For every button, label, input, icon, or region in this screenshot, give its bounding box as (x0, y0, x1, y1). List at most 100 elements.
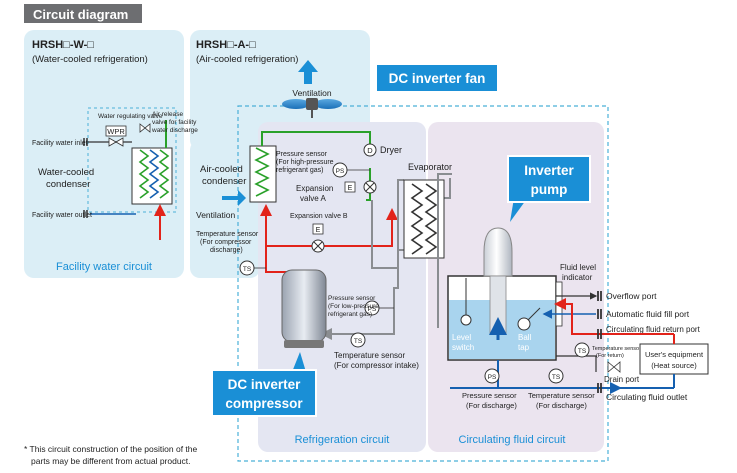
ps-discharge-icon (484, 368, 500, 384)
svg-text:(For high-pressure: (For high-pressure (276, 159, 334, 166)
refrigeration-circuit-label: Refrigeration circuit (295, 434, 390, 446)
air-subtitle: (Air-cooled refrigeration) (196, 54, 298, 65)
drain-port-label: Drain port (604, 375, 640, 384)
svg-text:Temperature sensor: Temperature sensor (592, 346, 641, 352)
svg-text:Air release: Air release (152, 111, 183, 118)
svg-text:Pressure sensor: Pressure sensor (462, 391, 517, 400)
pump-motor-icon (483, 227, 513, 277)
svg-text:discharge): discharge) (210, 247, 243, 254)
svg-text:Temperature sensor: Temperature sensor (528, 391, 595, 400)
svg-text:Expansion valve B: Expansion valve B (290, 213, 348, 220)
svg-text:refrigerant gas): refrigerant gas) (276, 167, 323, 174)
return-pipe (554, 298, 620, 335)
svg-text:PS: PS (336, 168, 345, 175)
svg-text:pump: pump (531, 182, 568, 197)
drain-valve-icon (607, 361, 621, 373)
footnote-line-2: parts may be different from actual produ… (31, 456, 191, 466)
ts-return-icon (574, 342, 590, 358)
water-unit-boundary (87, 107, 177, 213)
water-circuit-label: Facility water circuit (56, 261, 152, 273)
svg-text:(For discharge): (For discharge) (536, 401, 587, 410)
drain-pipe (556, 355, 597, 372)
water-regulating-valve-label: Water regulating valve (98, 113, 163, 120)
compressor-body-icon (281, 269, 327, 343)
overflow-port-label: Overflow port (606, 291, 657, 301)
svg-text:switch: switch (452, 343, 474, 352)
water-regulating-valve-icon (108, 137, 124, 147)
compressor-base-icon (284, 340, 324, 348)
svg-text:compressor: compressor (225, 396, 303, 411)
wpr-box (105, 125, 127, 137)
callout-pump: Inverter pump (507, 155, 591, 222)
auto-fill-port-label: Automatic fluid fill port (606, 309, 690, 319)
ts-compressor-intake-icon (350, 332, 366, 348)
svg-text:TS: TS (578, 348, 587, 355)
svg-text:E: E (348, 185, 353, 192)
svg-text:Temperature sensor: Temperature sensor (196, 231, 259, 238)
evaporator-label: Evaporator (408, 162, 452, 172)
liquid-line-down (366, 168, 371, 201)
circulating-fluid-circuit: Level switch Ball tap Fluid level indica… (437, 173, 709, 410)
expansion-valve-a-motor-icon (344, 181, 356, 193)
water-cooled-panel (24, 30, 184, 278)
facility-water-outlet-label: Facility water outlet (32, 212, 92, 219)
svg-text:DC inverter fan: DC inverter fan (389, 71, 486, 86)
svg-text:Pressure sensor: Pressure sensor (276, 151, 328, 158)
refrigeration-circuit: Evaporator D Dryer PS Pressure sensor (F… (196, 131, 452, 370)
svg-text:(For compressor intake): (For compressor intake) (334, 361, 419, 370)
footnote-line-1: * This circuit construction of the posit… (24, 444, 198, 454)
svg-text:E: E (316, 227, 321, 234)
svg-text:PS: PS (488, 374, 497, 381)
svg-text:PS: PS (368, 306, 377, 313)
fluid-circuit-label: Circulating fluid circuit (459, 434, 566, 446)
svg-text:(For discharge): (For discharge) (466, 401, 517, 410)
ts-fluid-discharge-icon (548, 368, 564, 384)
dryer-icon (363, 143, 377, 157)
svg-text:TS: TS (243, 266, 252, 273)
svg-text:Ventilation: Ventilation (196, 210, 235, 220)
header-title: Circuit diagram (33, 7, 128, 22)
level-switch-float-icon (460, 314, 472, 326)
svg-text:(For compressor: (For compressor (200, 239, 252, 246)
svg-text:(For return): (For return) (596, 353, 624, 359)
svg-text:Ventilation: Ventilation (292, 88, 331, 98)
fan-blade-left-icon (282, 99, 310, 109)
air-cooled-panel-left (190, 140, 260, 278)
water-subtitle: (Water-cooled refrigeration) (32, 54, 148, 65)
ventilation-up-arrow (298, 60, 318, 84)
svg-text:TS: TS (354, 338, 363, 345)
svg-text:valve for facility: valve for facility (152, 119, 197, 126)
suction-pipe (320, 249, 404, 340)
svg-text:water discharge: water discharge (151, 127, 198, 134)
svg-text:Ball: Ball (518, 333, 532, 342)
svg-text:Level: Level (452, 333, 471, 342)
facility-water-inlet-label: Facility water inlet (32, 140, 88, 147)
svg-text:Dryer: Dryer (380, 145, 402, 155)
air-cooled-condenser-box (249, 145, 277, 203)
svg-text:(Heat source): (Heat source) (651, 361, 697, 370)
fan-blade-right-icon (314, 99, 342, 109)
svg-text:User's equipment: User's equipment (645, 350, 704, 359)
air-cooled-circuit: Ventilation Ventilation Air-cooled conde… (196, 60, 342, 220)
fan-hub-icon (306, 98, 318, 110)
water-cooled-circuit: WPR Water regulating valve Air release v… (32, 111, 198, 240)
svg-text:Water-cooled: Water-cooled (38, 167, 94, 178)
callout-fan: DC inverter fan (375, 63, 499, 93)
svg-text:Inverter: Inverter (524, 163, 574, 178)
callout-compressor: DC inverter compressor (211, 352, 317, 417)
outlet-label: Circulating fluid outlet (606, 392, 688, 402)
svg-text:Temperature sensor: Temperature sensor (334, 351, 405, 360)
svg-text:Fluid level: Fluid level (560, 263, 596, 272)
svg-text:refrigerant gas): refrigerant gas) (328, 311, 372, 318)
air-model: HRSH□-A-□ (196, 39, 256, 51)
wpr-label: WPR (107, 127, 125, 136)
header-bar (24, 4, 142, 23)
svg-text:valve A: valve A (300, 194, 326, 203)
svg-text:D: D (367, 146, 373, 155)
ball-tap-float-icon (517, 317, 531, 331)
liquid-line-top (261, 131, 371, 150)
svg-text:Expansion: Expansion (296, 184, 333, 193)
svg-text:Pressure sensor: Pressure sensor (328, 295, 376, 302)
bypass-pipe (324, 208, 398, 247)
